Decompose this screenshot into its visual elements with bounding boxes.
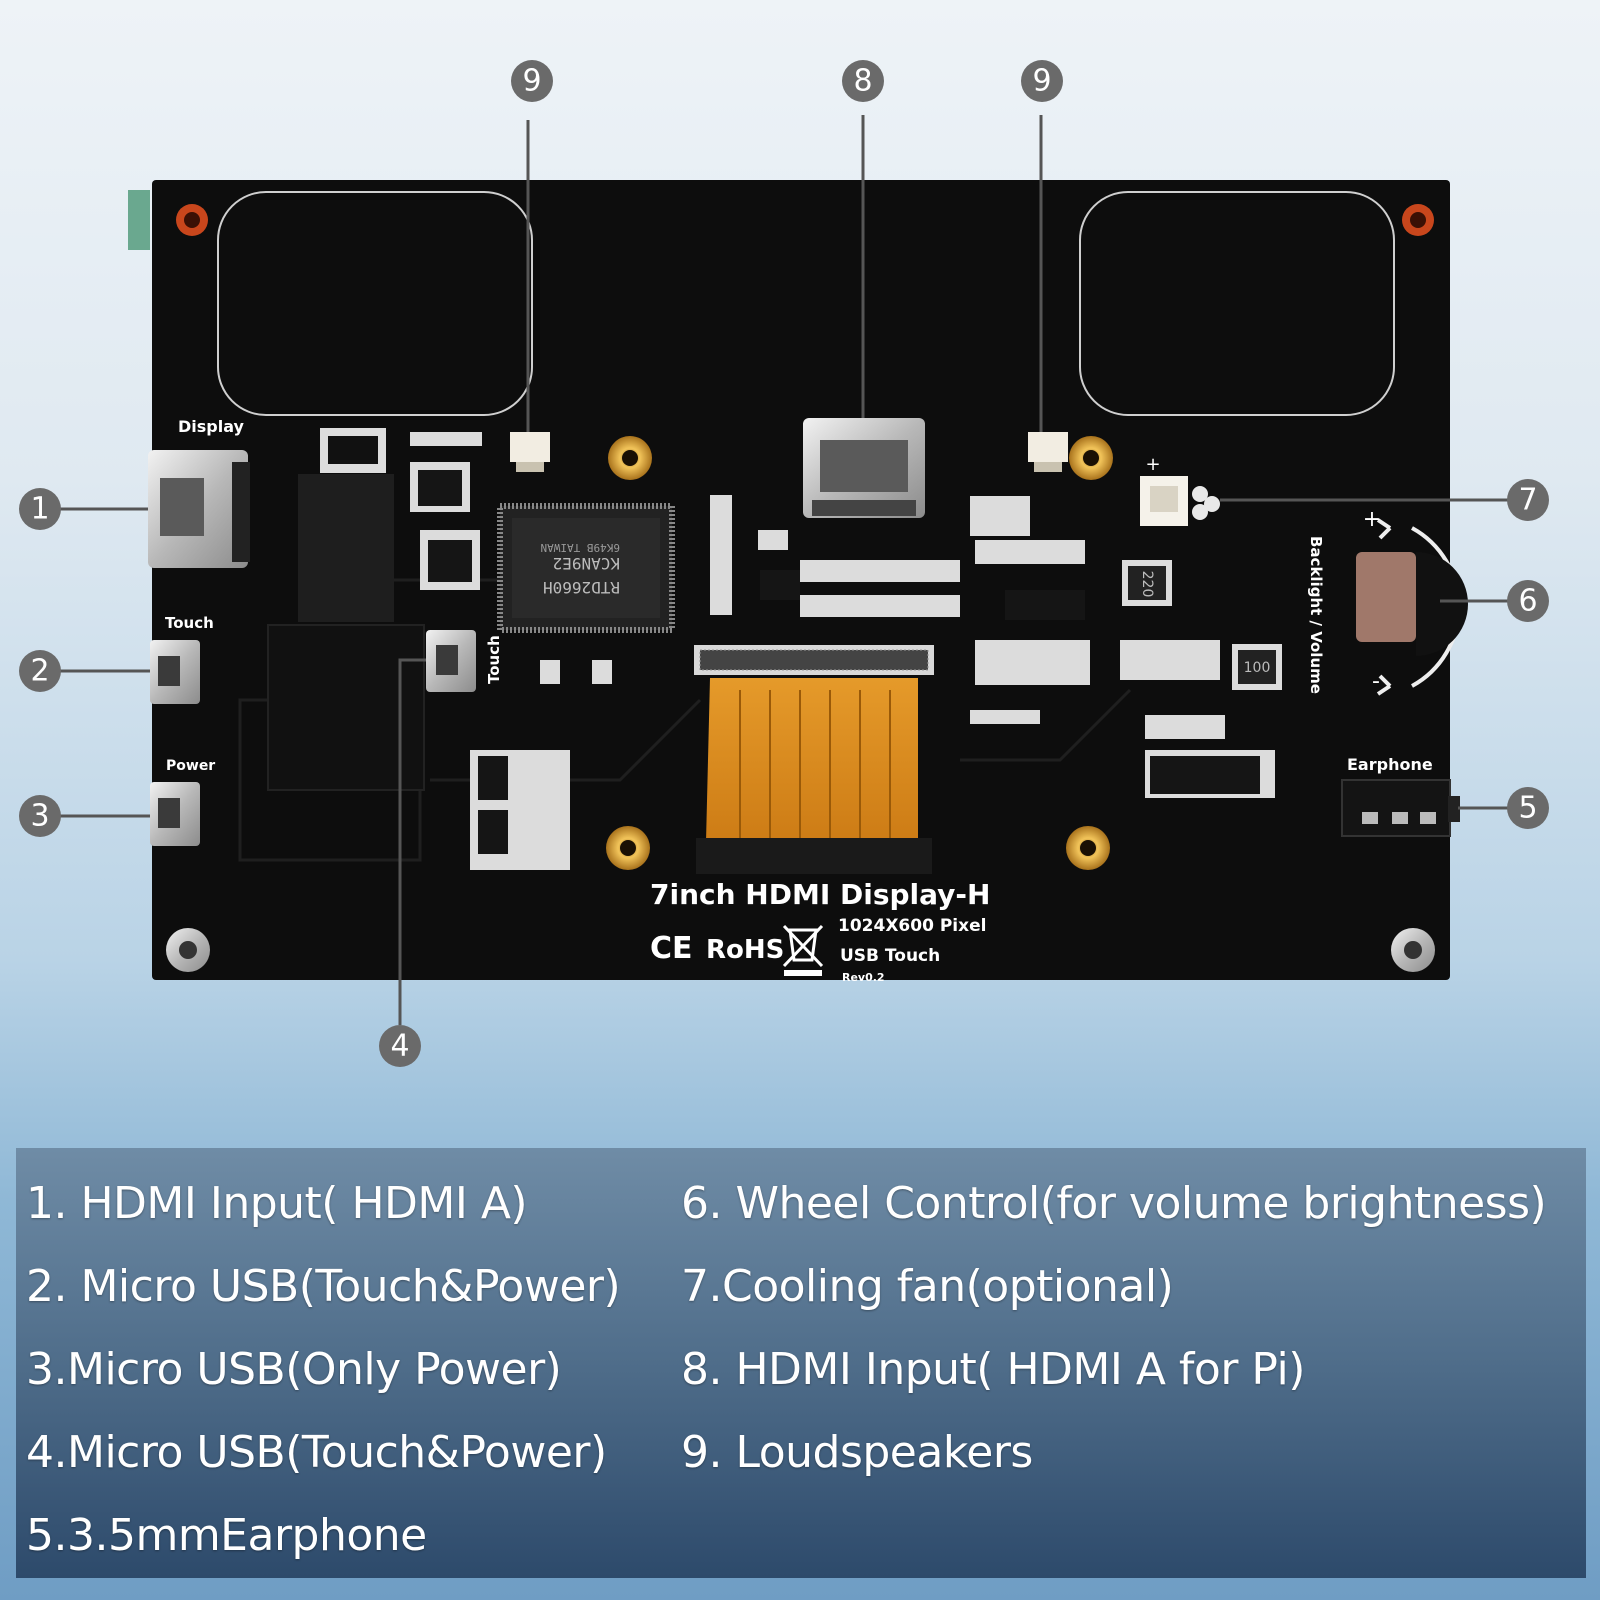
hdmi-port-pi <box>803 418 925 518</box>
silk-label-earphone: Earphone <box>1347 755 1433 774</box>
svg-text:-: - <box>1372 669 1380 694</box>
svg-text:1: 1 <box>30 492 49 527</box>
certification-rohs: RoHS <box>706 935 784 965</box>
legend-item-6: 6. Wheel Control(for volume brightness) <box>681 1178 1576 1229</box>
silk-label-backlight-volume: Backlight / Volume <box>1307 536 1325 694</box>
product-diagram: RTD2660H KCAN9E2 6K49B TAIWAN <box>0 0 1600 1150</box>
legend-panel: 1. HDMI Input( HDMI A) 6. Wheel Control(… <box>16 1148 1586 1578</box>
hdmi-port-display <box>148 450 250 568</box>
svg-text:KCAN9E2: KCAN9E2 <box>553 554 620 573</box>
certification-ce: CE <box>650 931 693 966</box>
svg-text:220: 220 <box>1139 571 1155 598</box>
inductor-100: 100 <box>1232 644 1282 690</box>
svg-text:9: 9 <box>1032 64 1051 99</box>
callout-7: 7 <box>1507 479 1549 521</box>
micro-usb-touch-left <box>150 640 200 704</box>
micro-usb-power <box>150 782 200 846</box>
callout-6: 6 <box>1507 580 1549 622</box>
pcb-board: RTD2660H KCAN9E2 6K49B TAIWAN <box>128 180 1468 984</box>
speaker-connector-right <box>1028 432 1068 472</box>
svg-text:+: + <box>1363 507 1381 532</box>
svg-text:100: 100 <box>1244 660 1271 676</box>
legend-item-4: 4.Micro USB(Touch&Power) <box>26 1427 681 1478</box>
svg-text:2: 2 <box>30 654 49 689</box>
silk-label-touch-left: Touch <box>165 614 214 632</box>
legend-item-2: 2. Micro USB(Touch&Power) <box>26 1261 681 1312</box>
legend-item-1: 1. HDMI Input( HDMI A) <box>26 1178 681 1229</box>
svg-text:7: 7 <box>1518 483 1537 518</box>
svg-text:8: 8 <box>853 64 872 99</box>
callout-3: 3 <box>19 795 61 837</box>
svg-text:6: 6 <box>1518 584 1537 619</box>
inductor-220: 220 <box>1122 560 1172 606</box>
micro-usb-touch-board <box>426 630 476 692</box>
svg-text:+: + <box>1145 454 1160 475</box>
svg-text:3: 3 <box>30 799 49 834</box>
legend-item-5: 5.3.5mmEarphone <box>26 1510 681 1561</box>
callout-8: 8 <box>842 60 884 102</box>
main-controller-chip: RTD2660H KCAN9E2 6K49B TAIWAN <box>500 506 672 630</box>
svg-text:4: 4 <box>390 1029 409 1064</box>
callout-9-right: 9 <box>1021 60 1063 102</box>
legend-item-9: 9. Loudspeakers <box>681 1427 1576 1478</box>
product-touch-type: USB Touch <box>840 946 940 966</box>
product-title: 7inch HDMI Display-H <box>650 878 990 911</box>
product-revision: Rev0.2 <box>842 971 885 984</box>
silk-label-power: Power <box>166 758 215 774</box>
earphone-jack <box>1342 780 1460 836</box>
callout-4: 4 <box>379 1025 421 1067</box>
legend-item-8: 8. HDMI Input( HDMI A for Pi) <box>681 1344 1576 1395</box>
callout-9-left: 9 <box>511 60 553 102</box>
legend-item-7: 7.Cooling fan(optional) <box>681 1261 1576 1312</box>
fpc-ribbon-cable <box>694 645 934 874</box>
svg-text:5: 5 <box>1518 791 1537 826</box>
callout-1: 1 <box>19 488 61 530</box>
svg-text:6K49B TAIWAN: 6K49B TAIWAN <box>541 541 620 554</box>
product-resolution: 1024X600 Pixel <box>838 916 986 936</box>
silk-label-display: Display <box>178 417 245 436</box>
legend-item-3: 3.Micro USB(Only Power) <box>26 1344 681 1395</box>
callout-2: 2 <box>19 650 61 692</box>
svg-text:RTD2660H: RTD2660H <box>543 578 620 597</box>
svg-text:9: 9 <box>522 64 541 99</box>
speaker-connector-left <box>510 432 550 472</box>
silk-label-touch-port: Touch <box>485 635 503 684</box>
callout-5: 5 <box>1507 787 1549 829</box>
